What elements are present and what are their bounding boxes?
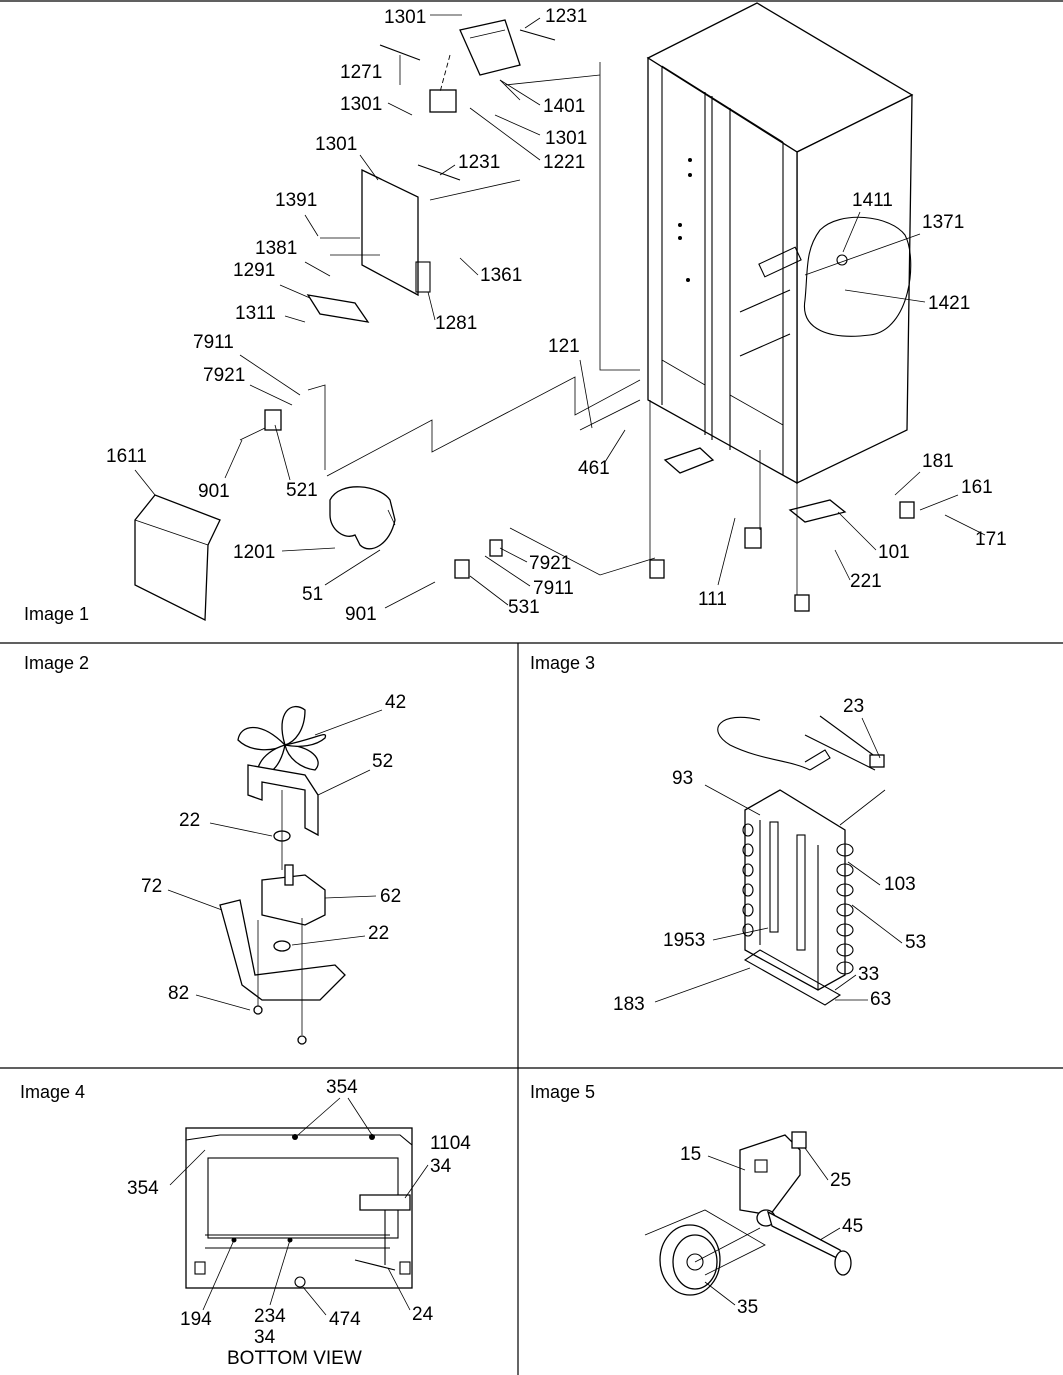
callout-22-a: 22 [179, 810, 200, 831]
callout-51: 51 [302, 584, 323, 605]
left-hinge-bracket [239, 384, 326, 470]
callout-25: 25 [830, 1170, 851, 1191]
callout-354-left: 354 [127, 1178, 159, 1199]
callouts-image-1: 1301 1231 1271 1401 1301 1301 1221 1301 … [106, 6, 1007, 625]
callout-1221: 1221 [543, 152, 585, 173]
callout-7921-b: 7921 [529, 553, 571, 574]
callout-7911-a: 7911 [193, 332, 234, 353]
callout-42: 42 [385, 692, 406, 713]
callout-101: 101 [878, 542, 910, 563]
callout-521: 521 [286, 480, 318, 501]
callouts-image-4: 354 1104 34 354 194 234 474 24 34 BOTTOM… [127, 1077, 471, 1369]
callout-1371: 1371 [922, 212, 964, 233]
callouts-image-5: 15 25 45 35 [680, 1144, 863, 1318]
caption-image-3: Image 3 [530, 653, 595, 673]
panel-image-4: Image 4 354 1104 34 354 194 234 474 [20, 1077, 471, 1369]
roller-assembly [644, 1131, 852, 1296]
leveling-legs [454, 399, 915, 612]
callout-1301-b: 1301 [340, 94, 382, 115]
callout-34-a: 34 [430, 1156, 452, 1177]
callout-34-b: 34 [254, 1327, 276, 1348]
callout-15: 15 [680, 1144, 701, 1165]
callout-1401: 1401 [543, 96, 585, 117]
callout-354-top: 354 [326, 1077, 358, 1098]
panel-image-2: Image 2 42 52 22 72 62 22 82 [24, 653, 406, 1045]
callout-161: 161 [961, 477, 993, 498]
callout-53: 53 [905, 932, 926, 953]
callout-23: 23 [843, 696, 864, 717]
bottom-view-title: BOTTOM VIEW [227, 1348, 362, 1369]
callout-221: 221 [850, 571, 882, 592]
callout-1201: 1201 [233, 542, 275, 563]
callout-82: 82 [168, 983, 189, 1004]
panel-image-1: Image 1 [24, 2, 1007, 625]
callout-461: 461 [578, 458, 610, 479]
callouts-image-3: 23 93 103 1953 53 33 183 63 [613, 696, 926, 1015]
callout-1611: 1611 [106, 446, 147, 467]
callout-7921-a: 7921 [203, 365, 245, 386]
callout-1411: 1411 [852, 190, 893, 211]
caption-image-4: Image 4 [20, 1082, 85, 1102]
callout-1381: 1381 [255, 238, 297, 259]
callout-121: 121 [548, 336, 580, 357]
fan-motor-assembly [219, 705, 346, 1045]
callout-1301-c: 1301 [545, 128, 587, 149]
leaders-image-1 [134, 14, 986, 609]
callout-1391: 1391 [275, 190, 317, 211]
callout-901-b: 901 [345, 604, 377, 625]
coil-loops [742, 823, 854, 975]
panel-image-3: Image 3 [530, 653, 926, 1015]
callout-474: 474 [329, 1309, 361, 1330]
middle-bracket-assembly [306, 164, 521, 323]
cabinet-bottom-plate [185, 1127, 413, 1289]
evaporator-assembly [717, 715, 886, 1006]
callout-183: 183 [613, 994, 645, 1015]
callout-1231-a: 1231 [545, 6, 587, 27]
callout-22-b: 22 [368, 923, 389, 944]
front-grille-panel [134, 494, 221, 622]
caption-image-5: Image 5 [530, 1082, 595, 1102]
callout-93: 93 [672, 768, 693, 789]
callout-181: 181 [922, 451, 954, 472]
callout-33: 33 [858, 964, 879, 985]
callout-1231-b: 1231 [458, 152, 500, 173]
callout-1104: 1104 [430, 1133, 471, 1154]
callout-72: 72 [141, 876, 162, 897]
callout-1361: 1361 [480, 265, 522, 286]
callout-1953: 1953 [663, 930, 705, 951]
callout-35: 35 [737, 1297, 758, 1318]
refrigerator-cabinet [326, 2, 914, 485]
callouts-image-2: 42 52 22 72 62 22 82 [141, 692, 406, 1011]
callout-531: 531 [508, 597, 540, 618]
caption-image-2: Image 2 [24, 653, 89, 673]
top-bracket-assembly [379, 19, 601, 113]
callout-1301-a: 1301 [384, 7, 426, 28]
callout-1311: 1311 [235, 303, 276, 324]
callout-1271: 1271 [340, 62, 382, 83]
callout-62: 62 [380, 886, 401, 907]
callout-194: 194 [180, 1309, 212, 1330]
panel-image-5: Image 5 15 25 45 35 [530, 1082, 863, 1318]
callout-52: 52 [372, 751, 393, 772]
callout-103: 103 [884, 874, 916, 895]
callout-1291: 1291 [233, 260, 275, 281]
drain-fitting [329, 486, 396, 550]
callout-45: 45 [842, 1216, 863, 1237]
callout-24: 24 [412, 1304, 434, 1325]
callout-111: 111 [698, 589, 727, 610]
callout-1281: 1281 [435, 313, 477, 334]
caption-image-1: Image 1 [24, 604, 89, 624]
callout-1421: 1421 [928, 293, 970, 314]
callout-1301-d: 1301 [315, 134, 357, 155]
callout-901-a: 901 [198, 481, 230, 502]
callout-7911-b: 7911 [533, 578, 574, 599]
callout-234: 234 [254, 1306, 286, 1327]
callout-63: 63 [870, 989, 891, 1010]
